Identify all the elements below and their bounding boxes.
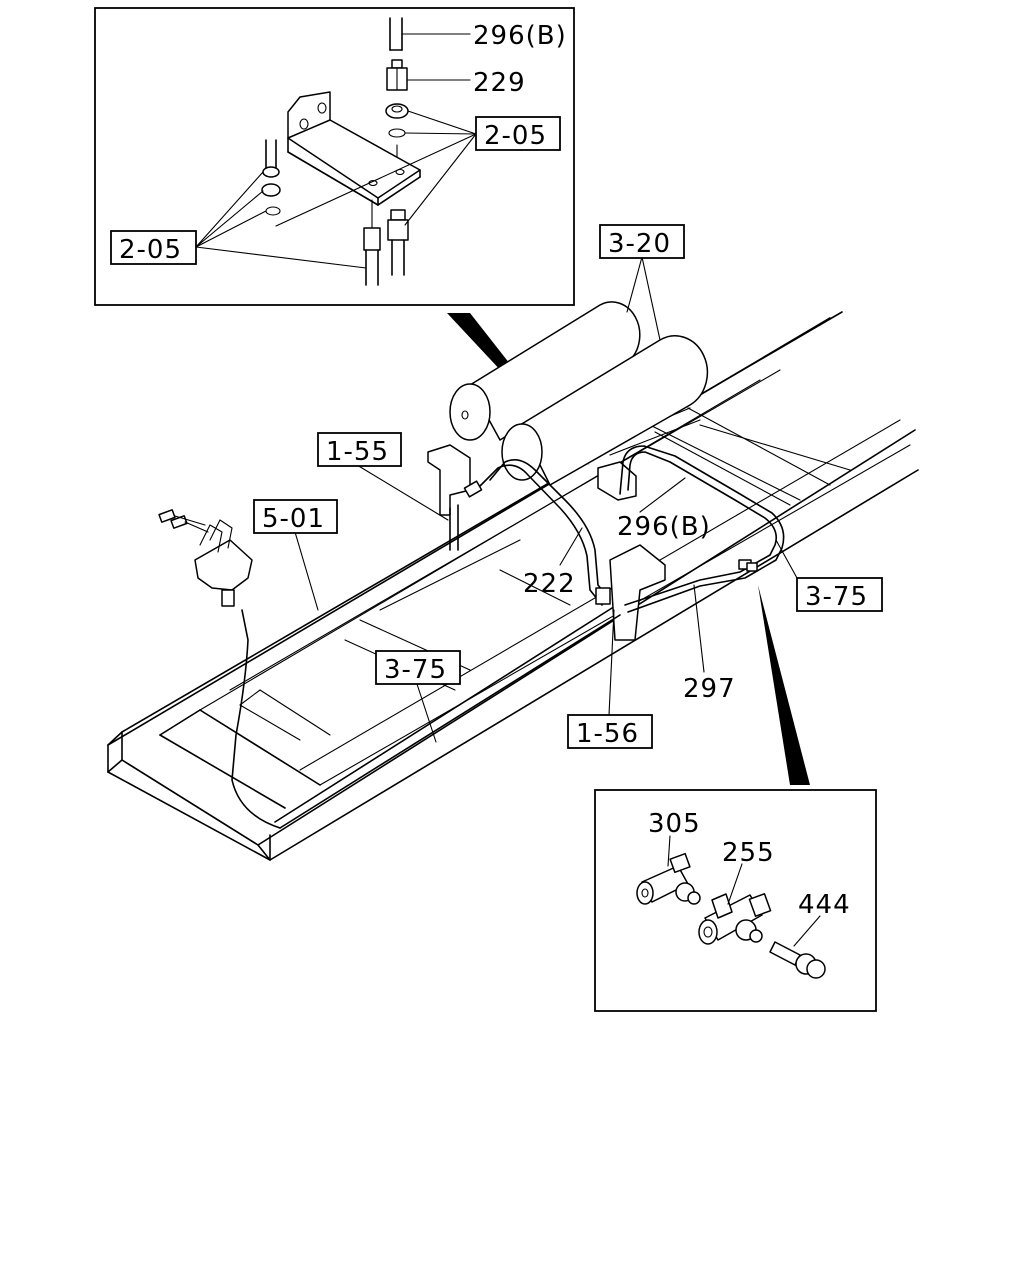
ref-box-205-left [110, 230, 197, 265]
frame-brackets-drawing [427, 444, 666, 641]
leaders-main [294, 256, 798, 743]
label-501: 5-01 [262, 504, 325, 534]
air-tanks-drawing [449, 301, 709, 486]
label-375-right: 3-75 [805, 582, 868, 612]
detail-inset-bottom: 305 255 444 [594, 789, 877, 1012]
label-296b-main: 296(B) [617, 512, 711, 542]
nut-washer-drawing [385, 103, 409, 166]
label-155: 1-55 [326, 437, 389, 467]
label-205-left: 2-05 [119, 235, 182, 265]
label-305: 305 [648, 809, 701, 839]
tee-305-drawing [636, 852, 701, 905]
ref-box-156 [567, 714, 653, 749]
left-pipe-drawing [261, 139, 281, 216]
ref-box-375-left [375, 650, 461, 685]
lower-pipes-drawing [363, 199, 409, 286]
leaders-bottom [667, 835, 821, 947]
ref-box-501 [253, 499, 338, 534]
detail-inset-top: 296(B) 229 2-05 2-05 [94, 7, 575, 306]
label-229: 229 [473, 68, 526, 98]
fitting-229-drawing [386, 59, 408, 91]
rear-pipes-drawing [619, 445, 785, 613]
callout-wedge-bottom [758, 585, 810, 785]
tee-255-drawing [698, 893, 772, 945]
leaders-top [195, 33, 477, 269]
label-375-left: 3-75 [384, 655, 447, 685]
valve-501-drawing [158, 509, 253, 607]
label-222: 222 [523, 569, 576, 599]
label-156: 1-56 [576, 719, 639, 749]
label-297: 297 [683, 674, 736, 704]
label-444: 444 [798, 890, 851, 920]
label-205-right: 2-05 [484, 121, 547, 151]
bracket-drawing [287, 91, 421, 206]
ref-box-375-right [796, 577, 883, 612]
ref-box-320 [599, 224, 685, 259]
air-line-375-drawing [231, 607, 621, 829]
pipe-222-drawing [449, 459, 611, 606]
ref-box-205-right [475, 116, 561, 151]
ref-box-155 [317, 432, 402, 467]
label-296b-top: 296(B) [473, 21, 567, 51]
label-255: 255 [722, 838, 775, 868]
bolt-444-drawing [769, 941, 826, 979]
label-320: 3-20 [608, 229, 671, 259]
